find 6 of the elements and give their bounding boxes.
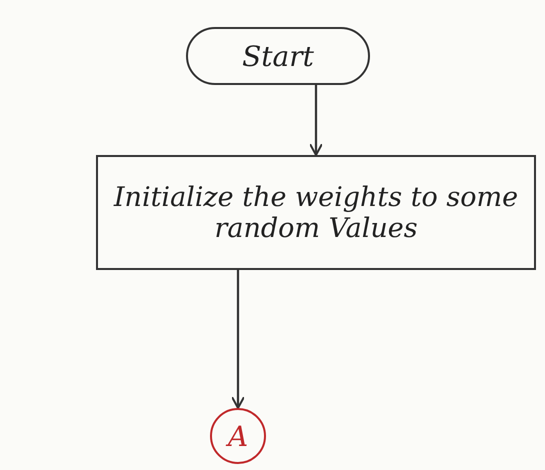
arrow	[231, 270, 245, 409]
node-text: Initialize the weights to some random Values	[112, 182, 520, 244]
arrow	[309, 85, 323, 156]
process-box	[96, 155, 536, 270]
node-text: A	[224, 420, 250, 452]
node-text: Start	[241, 40, 315, 72]
